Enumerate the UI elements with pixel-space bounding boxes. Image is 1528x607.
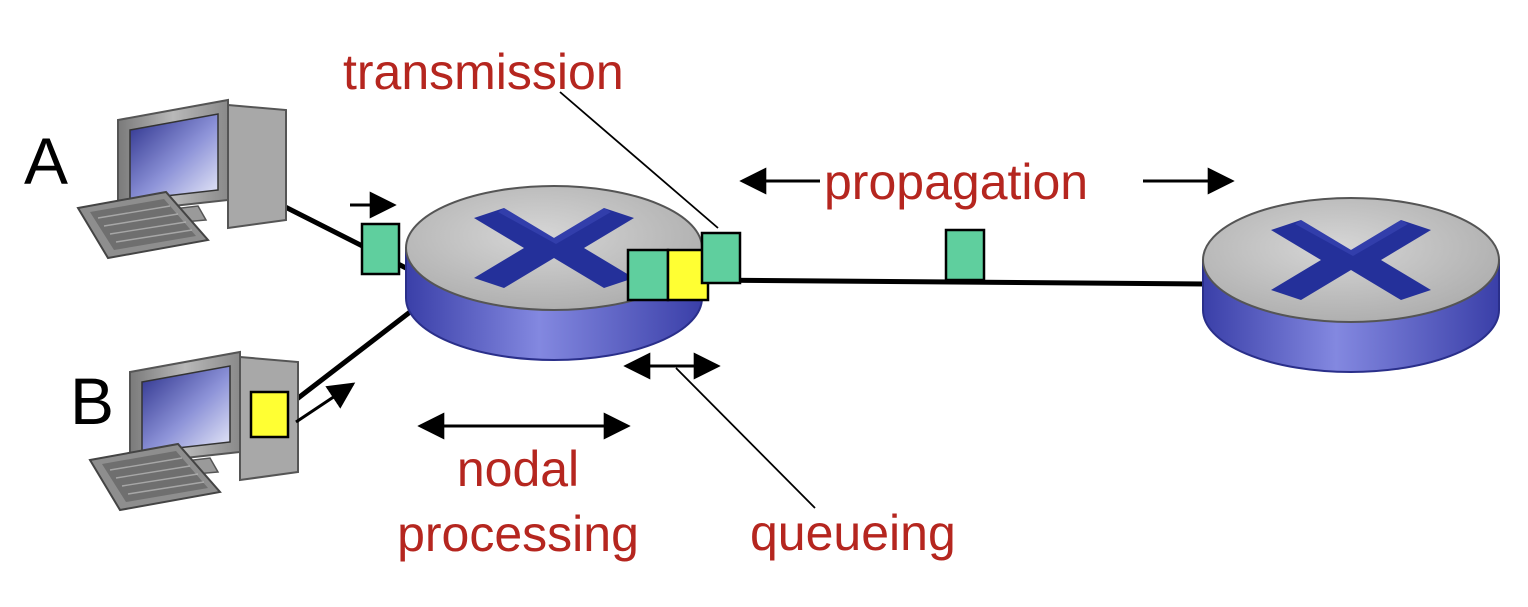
host-a-label: A bbox=[24, 124, 68, 198]
router-2-icon bbox=[1202, 197, 1500, 373]
incoming-packet-a bbox=[360, 222, 401, 276]
transmission-label: transmission bbox=[343, 44, 624, 100]
propagating-packet bbox=[944, 228, 986, 282]
processing-label: processing bbox=[397, 506, 639, 562]
incoming-packet-b bbox=[249, 390, 290, 439]
queueing-label: queueing bbox=[750, 505, 956, 561]
transmitting-packet bbox=[700, 231, 742, 285]
transmission-leader-line bbox=[559, 91, 719, 229]
queued-packet-green bbox=[626, 248, 670, 302]
link-router-router bbox=[699, 277, 1206, 287]
arrow-b-direction-icon bbox=[295, 382, 356, 424]
nodal-label: nodal bbox=[457, 441, 579, 497]
queueing-leader-line bbox=[675, 367, 816, 509]
host-a-computer-icon bbox=[77, 99, 287, 259]
host-b-label: B bbox=[70, 364, 114, 438]
propagation-label: propagation bbox=[824, 154, 1088, 210]
